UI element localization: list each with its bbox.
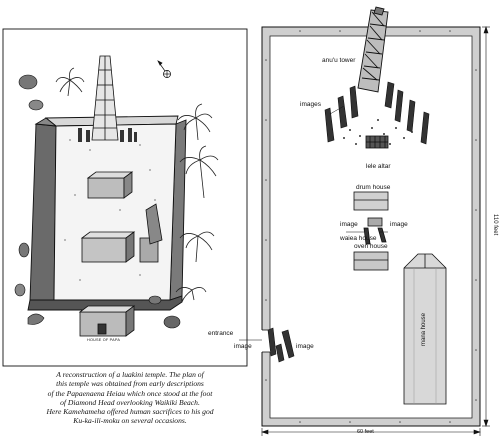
label-image-entrance-right: image (296, 343, 314, 350)
palm-trees (55, 67, 219, 303)
caption-line: this temple was obtained from early desc… (56, 379, 204, 389)
waiea-house (363, 217, 387, 245)
anuu-tower (357, 6, 389, 93)
compass-icon (157, 60, 171, 78)
platform-stipple (343, 119, 413, 145)
caption-line: Here Kamehameha offered human sacrifices… (46, 407, 214, 417)
dimension-lines (261, 26, 490, 436)
label-drum-house: drum house (356, 184, 391, 191)
label-image-right: image (390, 221, 408, 228)
caption-line: of the Papaenaena Heiau which once stood… (47, 388, 213, 398)
caption-line: Ku-ka-ili-moku on several occasions. (73, 416, 187, 426)
palm-tree (177, 103, 213, 141)
mana-house (403, 253, 447, 405)
label-length-dimension: 110 feet (492, 214, 498, 236)
label-images-top: images (300, 101, 321, 108)
entrance-images (267, 327, 295, 363)
label-lele-altar: lele altar (366, 163, 391, 170)
lele-altar (365, 135, 389, 149)
house-of-papa (78, 305, 136, 337)
caption-line: A reconstruction of a luakini temple. Th… (56, 370, 204, 379)
left-images-row (78, 128, 137, 142)
left-frame (2, 28, 248, 367)
palm-tree (175, 287, 207, 303)
label-waiea-house: waiea house (340, 235, 377, 242)
left-anuu-tower (91, 55, 119, 141)
label-mana-house: mana house (421, 312, 427, 346)
oven-house (353, 251, 389, 271)
tower-images (324, 81, 430, 145)
label-width-dimension: 60 feet (357, 429, 374, 435)
figure-caption: A reconstruction of a luakini temple. Th… (14, 370, 246, 426)
palm-tree (179, 145, 219, 199)
leader-lines (239, 105, 388, 341)
palm-tree (55, 67, 85, 97)
bushes (14, 74, 181, 329)
label-oven-house: oven house (354, 243, 388, 250)
label-image-left: image (340, 221, 358, 228)
label-entrance: entrance (208, 330, 234, 337)
palm-tree (179, 231, 215, 263)
left-houses (80, 171, 163, 263)
caption-line: of Diamond Head overlooking Waikiki Beac… (60, 397, 200, 407)
house-of-papa-label: HOUSE OF PAPA (87, 338, 121, 342)
drum-house (353, 191, 389, 211)
label-image-entrance-left: image (234, 343, 252, 350)
label-anuu-tower: anu'u tower (322, 57, 356, 64)
